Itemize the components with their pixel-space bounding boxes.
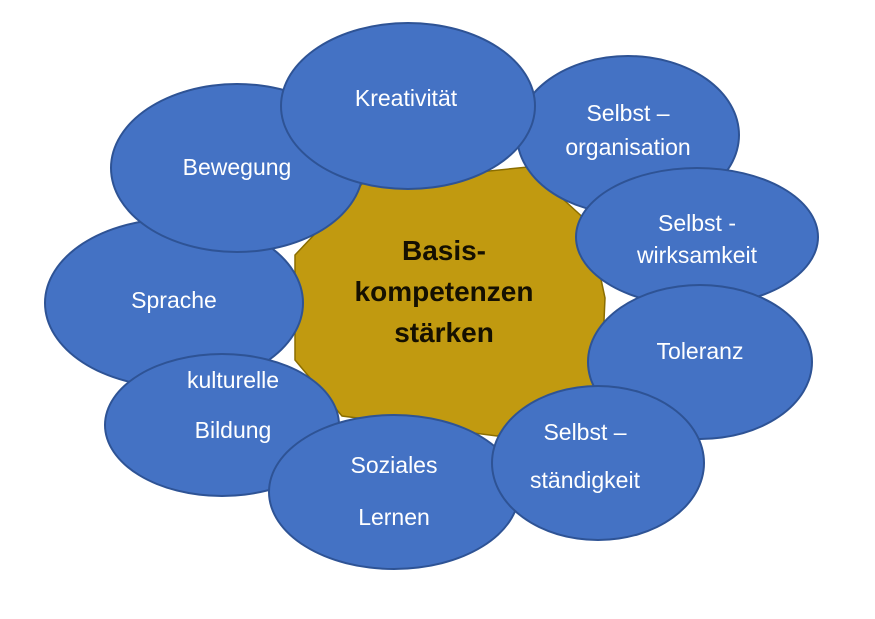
bubble-kulturelle-bildung-label: kulturelle Bildung <box>186 367 280 443</box>
bubble-soziales-lernen: Soziales Lernen <box>268 414 520 570</box>
bubble-kreativitaet: Kreativität <box>280 22 536 190</box>
bubble-kreativitaet-label: Kreativität <box>354 85 458 111</box>
bubble-selbstorganisation-label: Selbst – organisation <box>565 100 691 160</box>
bubble-selbststaendigkeit: Selbst – ständigkeit <box>491 385 705 541</box>
bubble-bewegung-label: Bewegung <box>182 154 292 180</box>
bubble-selbststaendigkeit-label: Selbst – ständigkeit <box>530 419 640 493</box>
bubble-selbstwirksamkeit: Selbst - wirksamkeit <box>575 167 819 307</box>
center-title: Basis- kompetenzen stärken <box>354 235 534 348</box>
bubble-selbstwirksamkeit-label: Selbst - wirksamkeit <box>636 210 758 268</box>
bubble-sprache-label: Sprache <box>131 287 217 313</box>
bubble-toleranz-label: Toleranz <box>656 338 744 364</box>
bubble-soziales-lernen-label: Soziales Lernen <box>350 452 438 530</box>
